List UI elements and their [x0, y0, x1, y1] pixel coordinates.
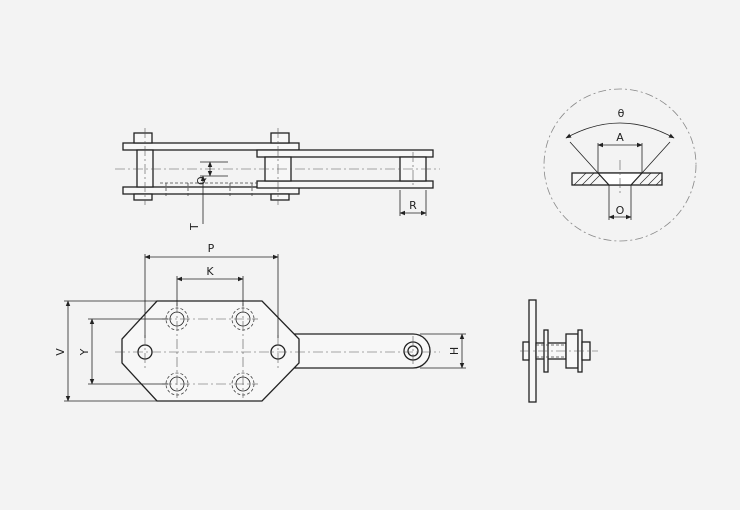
dim-label-p: P	[208, 242, 215, 255]
dim-label-h: H	[448, 347, 461, 355]
left-bolt-head-bottom	[133, 193, 153, 201]
right-bolt-head-bottom	[270, 193, 290, 201]
side-view	[520, 299, 598, 403]
attachment-plate	[121, 300, 300, 402]
left-bolt-head-top	[133, 132, 153, 144]
upper-left-plate	[122, 142, 300, 151]
dim-label-q: Q	[195, 176, 208, 185]
dim-label-k: K	[206, 265, 214, 278]
lower-right-plate	[256, 180, 434, 189]
link-arm	[294, 333, 431, 369]
dim-label-theta: θ	[618, 107, 625, 120]
right-bolt-head-top	[270, 132, 290, 144]
upper-right-plate	[256, 149, 434, 158]
lower-left-plate	[122, 186, 300, 195]
countersink-detail: θ A O	[543, 88, 697, 242]
top-view: Q T R	[115, 128, 440, 231]
dim-label-t: T	[188, 223, 201, 231]
dim-label-o: O	[616, 204, 625, 217]
dim-label-v: V	[54, 348, 67, 356]
dim-label-a: A	[616, 131, 624, 144]
dim-label-y: Y	[78, 348, 91, 356]
dim-label-r: R	[409, 199, 417, 212]
front-view: P K V Y H	[54, 242, 466, 402]
